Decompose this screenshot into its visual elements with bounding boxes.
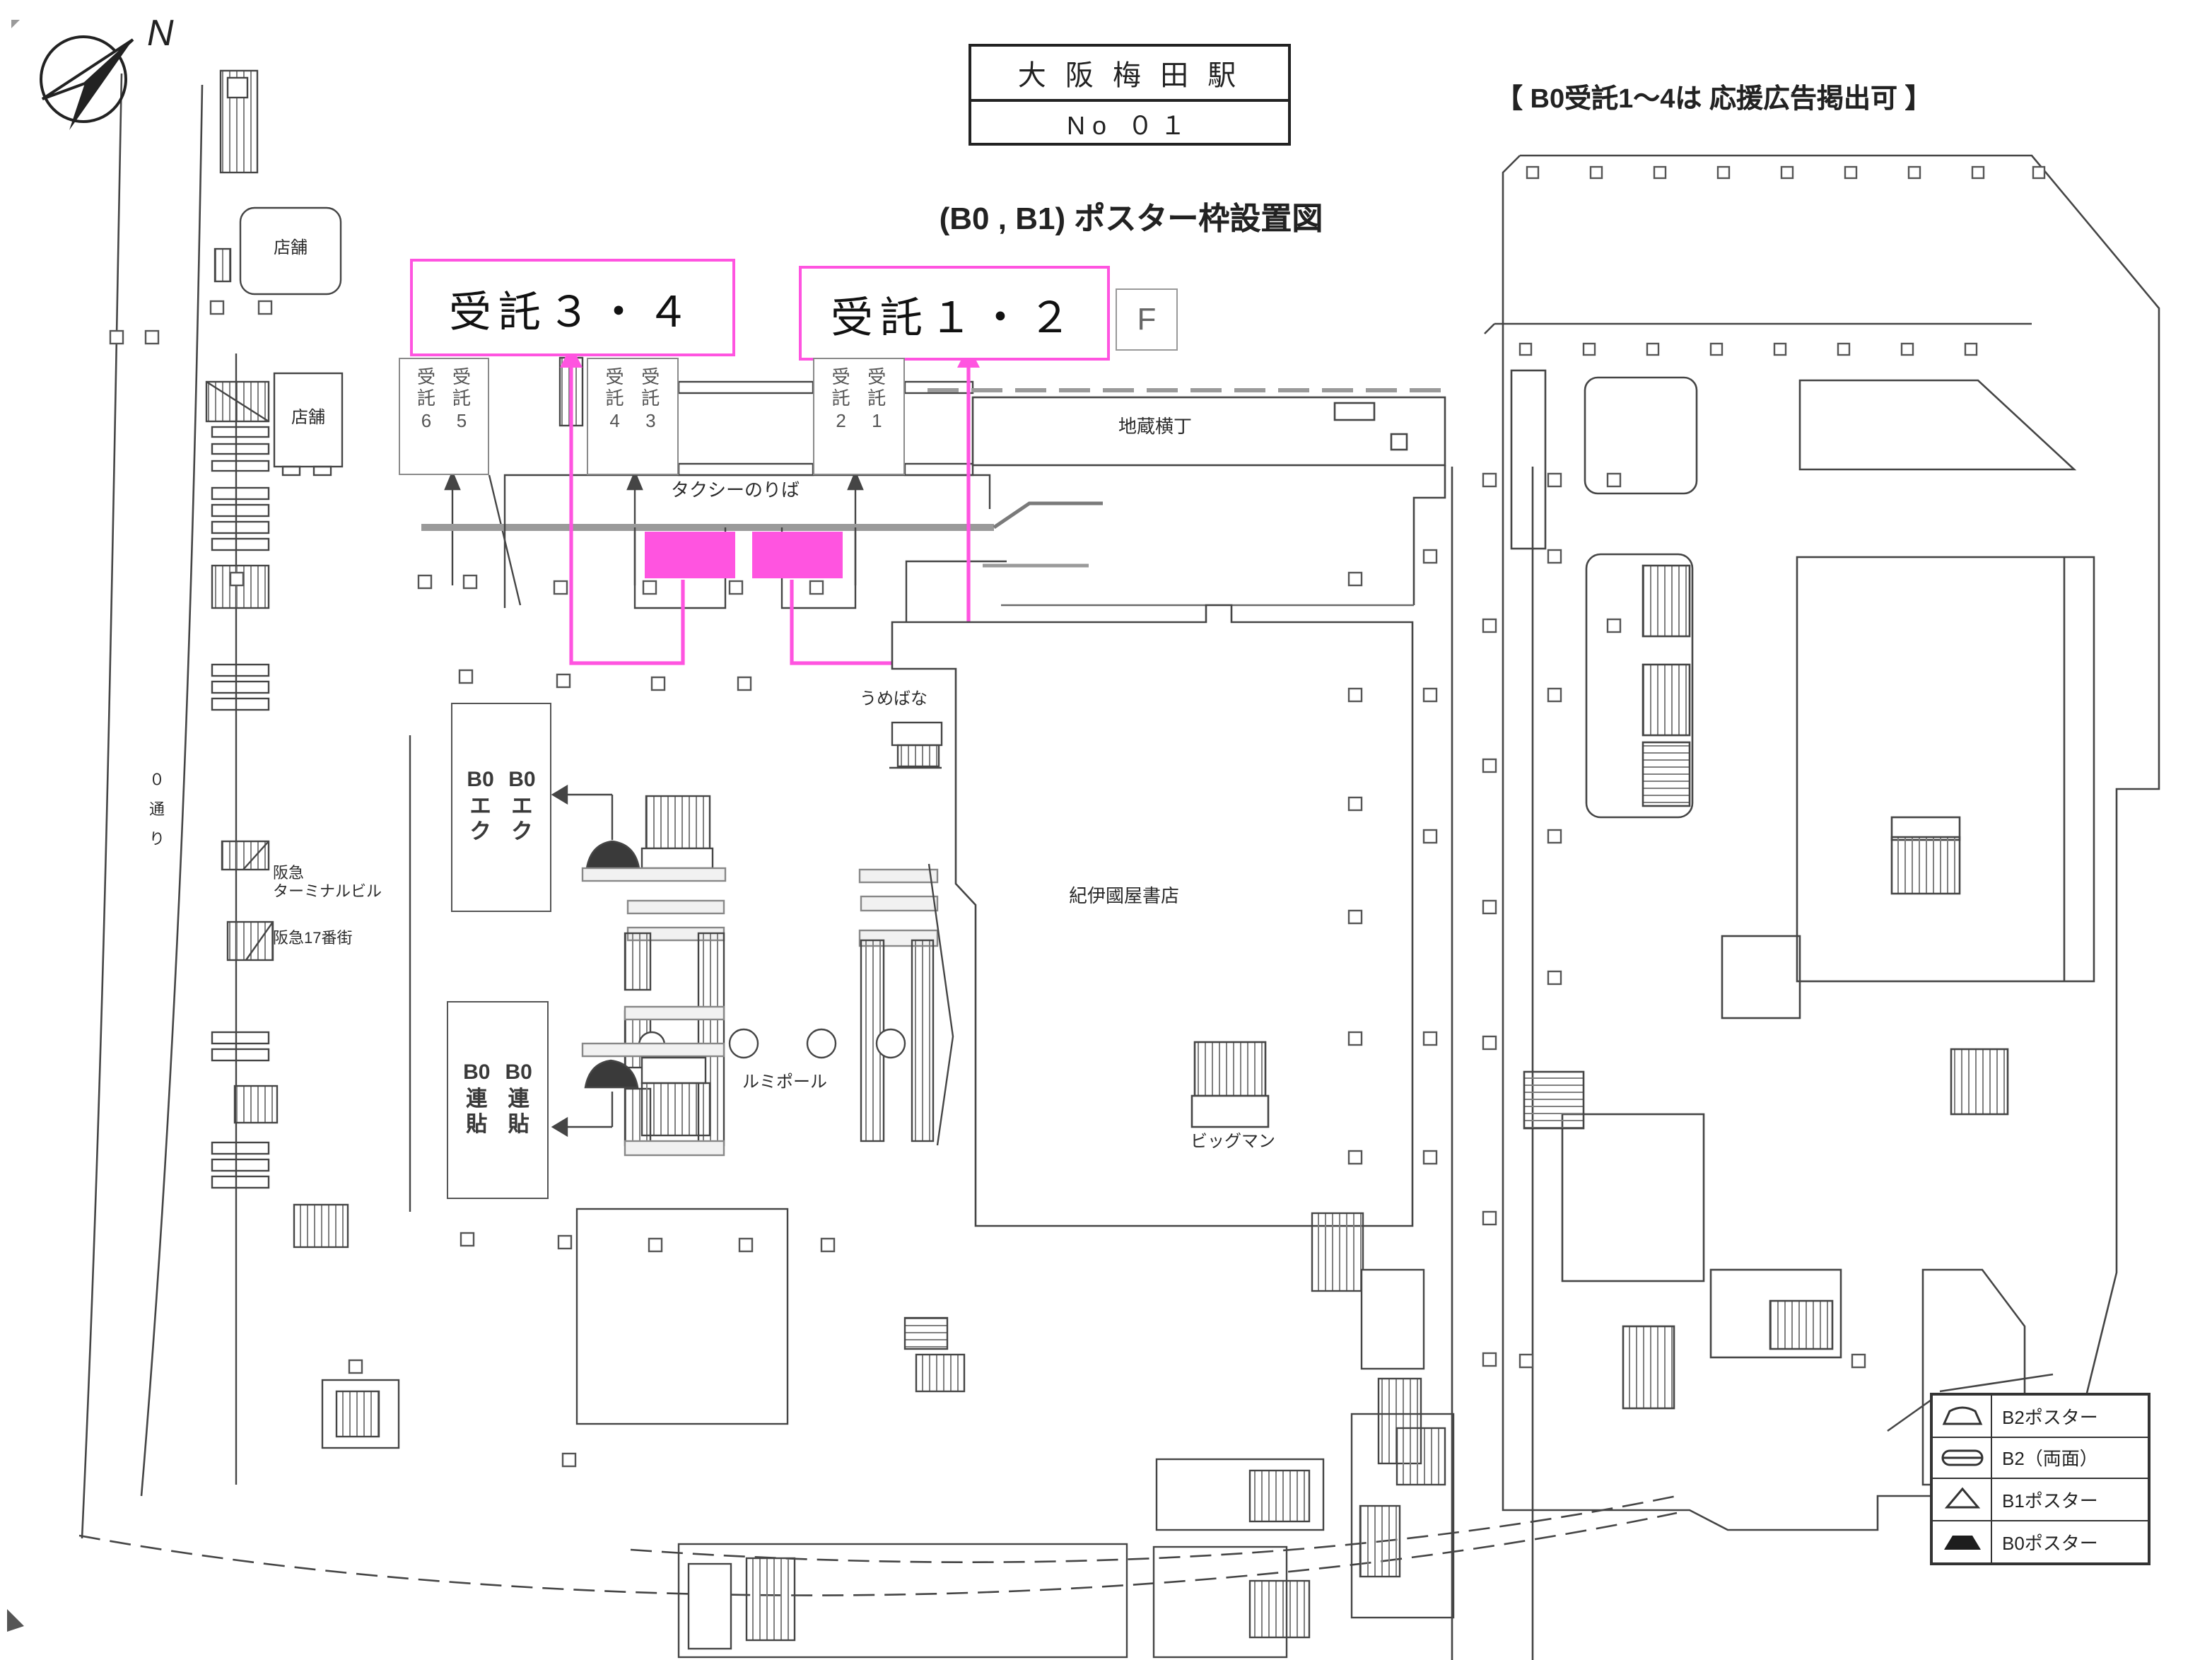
jutaku-1-label: 受 託 1 bbox=[867, 366, 886, 431]
b0-eku-right-label: B0 エ ク bbox=[508, 767, 536, 845]
jizo-yokocho-building bbox=[927, 388, 1448, 607]
b0-renbari-box: B0 連 貼 B0 連 貼 bbox=[447, 1001, 549, 1199]
b0-eku-left-label: B0 エ ク bbox=[467, 767, 494, 845]
legend-label-b2-double: B2（両面） bbox=[2002, 1448, 2098, 1470]
legend-row-b0: B0ポスター bbox=[1933, 1521, 2148, 1562]
jutaku-5-label: 受 託 5 bbox=[452, 366, 471, 431]
callout-jutaku-3-4: 受託３・４ bbox=[410, 259, 735, 356]
odori-street-label: ０ 通 り bbox=[149, 772, 165, 848]
middle-street bbox=[1451, 467, 1534, 1660]
b1-poster-icon bbox=[1933, 1479, 1992, 1519]
kinokuniya-building bbox=[891, 604, 1414, 1227]
legend-label-b2: B2ポスター bbox=[2002, 1406, 2098, 1428]
topleft-shops bbox=[205, 69, 344, 477]
bigman-label: ビッグマン bbox=[1190, 1131, 1275, 1151]
hankyu-17-label: 阪急17番街 bbox=[273, 930, 353, 947]
callout-jutaku-1-2: 受託１・２ bbox=[799, 266, 1110, 361]
poster-legend: B2ポスター B2（両面） B1ポスター B0ポスター bbox=[1930, 1393, 2150, 1565]
north-compass-icon: N bbox=[40, 13, 174, 130]
jutaku-box-2-1: 受 託 2 受 託 1 bbox=[813, 358, 905, 475]
map-subtitle: (B0 , B1) ポスター枠設置図 bbox=[939, 201, 1323, 236]
b0-poster-icon bbox=[1933, 1521, 1992, 1562]
legend-label-b1: B1ポスター bbox=[2002, 1490, 2098, 1512]
central-stairs bbox=[551, 721, 966, 1393]
shop-lower-label: 店舗 bbox=[291, 407, 325, 427]
legend-row-b2: B2ポスター bbox=[1933, 1396, 2148, 1437]
legend-row-b1: B1ポスター bbox=[1933, 1479, 2148, 1521]
corner-mark bbox=[11, 20, 20, 28]
legend-label-b0: B0ポスター bbox=[2002, 1532, 2098, 1554]
jutaku-6-label: 受 託 6 bbox=[416, 366, 435, 431]
left-map-bottom bbox=[575, 1208, 1455, 1659]
jutaku-3-label: 受 託 3 bbox=[641, 366, 660, 431]
b2-double-icon bbox=[1933, 1437, 1992, 1478]
b0-renbari-right-label: B0 連 貼 bbox=[505, 1060, 532, 1138]
hankyu-terminal-label: 阪急 ターミナルビル bbox=[273, 865, 382, 901]
station-name: 大 阪 梅 田 駅 bbox=[971, 47, 1288, 102]
jutaku-box-4-3: 受 託 4 受 託 3 bbox=[587, 358, 679, 475]
hankyu-buildings bbox=[211, 353, 411, 1485]
taxi-stand-label: タクシーのりば bbox=[670, 479, 800, 501]
umebana-label: うめばな bbox=[859, 689, 927, 708]
pillar-squares bbox=[109, 165, 2046, 1468]
shop-upper-label: 店舗 bbox=[273, 238, 308, 257]
rumipole-label: ルミポール bbox=[742, 1072, 827, 1092]
jutaku-2-label: 受 託 2 bbox=[831, 366, 850, 431]
bottom-corner-arrow bbox=[7, 1609, 24, 1632]
b2-poster-icon bbox=[1933, 1396, 1992, 1436]
jutaku-box-6-5: 受 託 6 受 託 5 bbox=[399, 358, 489, 475]
compass-north-label: N bbox=[147, 13, 174, 54]
sheet-number: No ０１ bbox=[1066, 111, 1193, 139]
jutaku-4-label: 受 託 4 bbox=[605, 366, 624, 431]
support-ad-note: 【 B0受託1～4は 応援広告掲出可 】 bbox=[1496, 85, 1932, 115]
b0-eku-box: B0 エ ク B0 エ ク bbox=[451, 703, 551, 912]
highlight-rects bbox=[645, 532, 843, 578]
jizo-yokocho-label: 地蔵横丁 bbox=[1118, 416, 1192, 437]
b0-renbari-left-label: B0 連 貼 bbox=[463, 1060, 491, 1138]
title-box: 大 阪 梅 田 駅 No ０１ bbox=[969, 44, 1291, 146]
kinokuniya-label: 紀伊國屋書店 bbox=[1068, 885, 1179, 906]
right-map bbox=[1484, 154, 2160, 1531]
f-marker: F bbox=[1116, 288, 1178, 351]
legend-row-b2-double: B2（両面） bbox=[1933, 1437, 2148, 1479]
